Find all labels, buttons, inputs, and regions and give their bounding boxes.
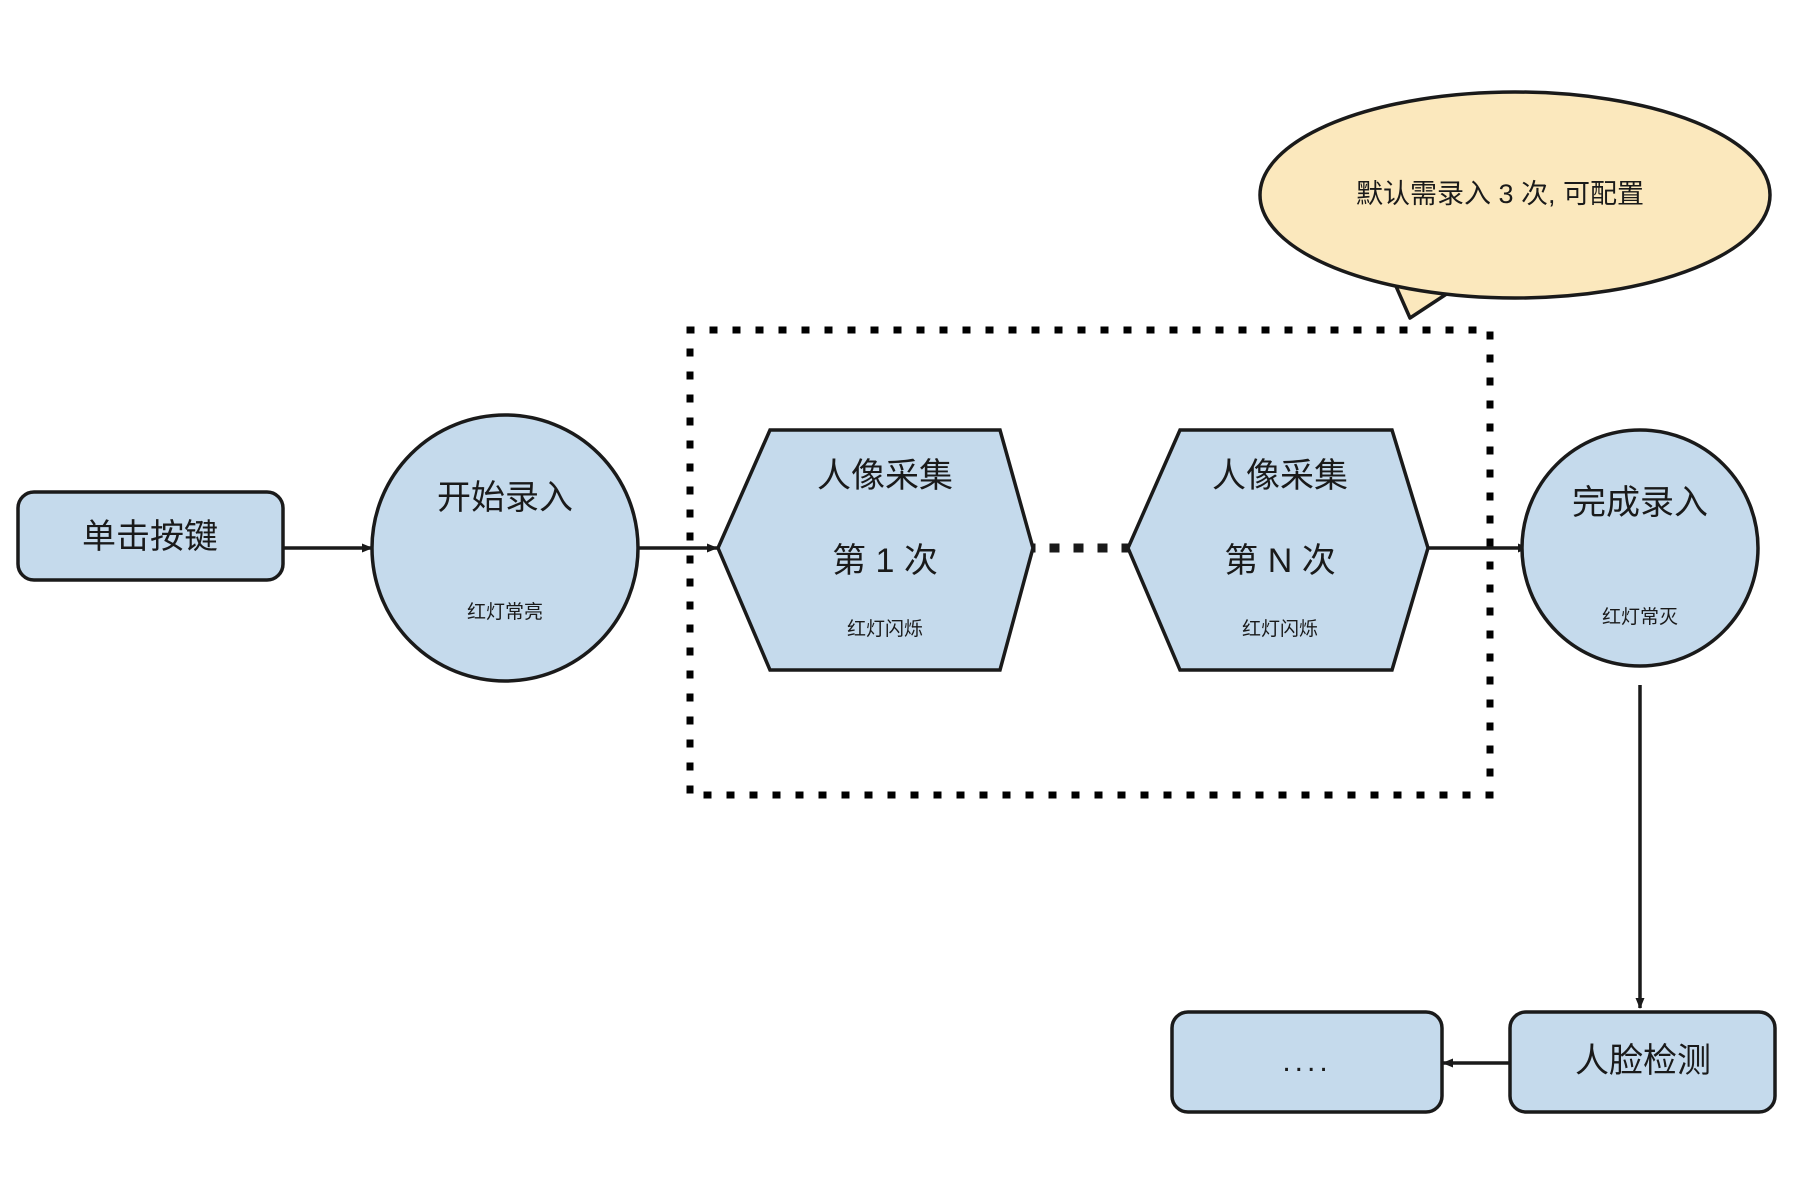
node-finish-enroll-shape — [1520, 428, 1760, 668]
node-start-enroll-sublabel: 红灯常亮 — [467, 601, 543, 623]
node-capture-first-label2: 第 1 次 — [832, 542, 938, 580]
node-capture-first[interactable]: 人像采集 第 1 次 红灯闪烁 — [716, 428, 1035, 672]
node-capture-nth-shape — [1126, 428, 1430, 672]
node-capture-first-shape — [716, 428, 1035, 672]
node-finish-enroll-label: 完成录入 — [1572, 484, 1708, 522]
node-capture-nth[interactable]: 人像采集 第 N 次 红灯闪烁 — [1126, 428, 1430, 672]
node-start-enroll[interactable]: 开始录入 红灯常亮 — [370, 413, 640, 683]
node-more-steps-label: .... — [1282, 1045, 1331, 1078]
node-start-enroll-shape — [370, 413, 640, 683]
node-capture-nth-label2: 第 N 次 — [1224, 542, 1335, 580]
node-capture-nth-sublabel: 红灯闪烁 — [1242, 618, 1318, 640]
node-more-steps[interactable]: .... — [1170, 1010, 1444, 1114]
node-finish-enroll[interactable]: 完成录入 红灯常灭 — [1520, 428, 1760, 668]
node-click-key-label: 单击按键 — [82, 518, 218, 556]
callout-bubble-shape — [1258, 90, 1772, 300]
node-finish-enroll-sublabel: 红灯常灭 — [1602, 606, 1678, 628]
node-face-detect-label: 人脸检测 — [1575, 1042, 1711, 1080]
node-click-key[interactable]: 单击按键 — [16, 490, 285, 582]
capture-group-container — [686, 326, 1494, 799]
callout-tail-seam — [1383, 253, 1475, 271]
node-capture-first-sublabel: 红灯闪烁 — [847, 618, 923, 640]
node-capture-nth-label: 人像采集 — [1212, 457, 1348, 495]
node-start-enroll-label: 开始录入 — [437, 479, 573, 517]
node-click-key-shape — [16, 490, 285, 582]
node-more-steps-shape — [1170, 1010, 1444, 1114]
node-face-detect-shape — [1508, 1010, 1777, 1114]
callout-repeat-note[interactable]: 默认需录入 3 次, 可配置 — [1258, 90, 1772, 320]
callout-label: 默认需录入 3 次, 可配置 — [1356, 179, 1644, 209]
node-face-detect[interactable]: 人脸检测 — [1508, 1010, 1777, 1114]
node-capture-first-label: 人像采集 — [817, 457, 953, 495]
